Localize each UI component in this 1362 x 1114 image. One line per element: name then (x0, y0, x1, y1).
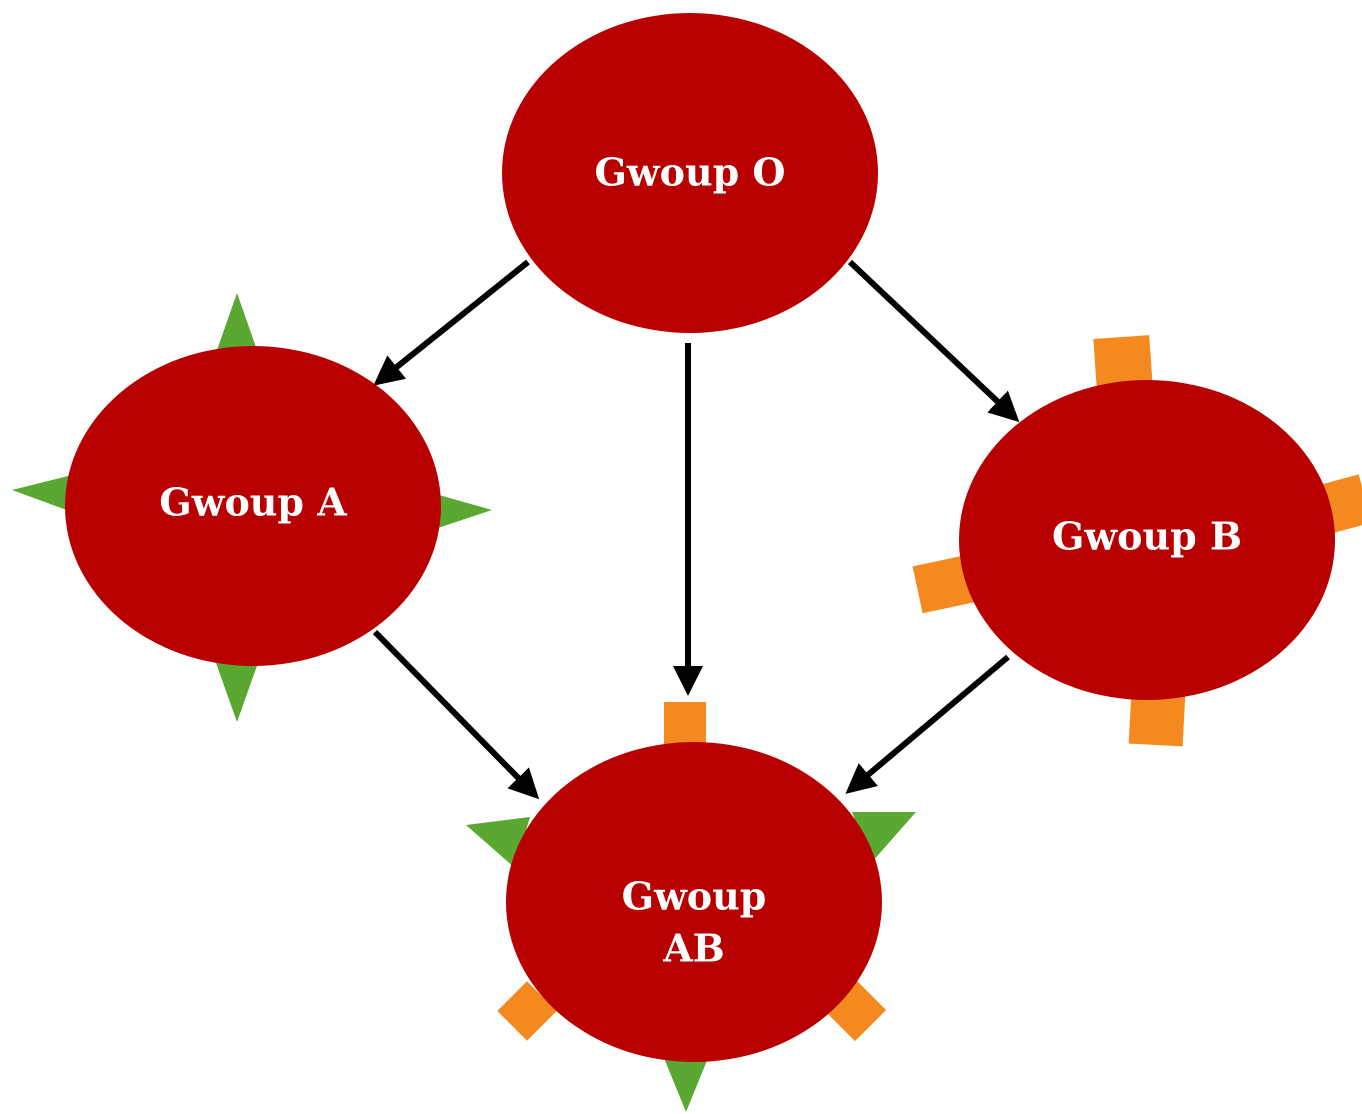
node-group-b-label: Gwoup B (1052, 514, 1242, 559)
group-b-antigens (912, 335, 1362, 747)
edge-o-to-a (373, 259, 530, 386)
edges (372, 259, 1020, 800)
node-group-b-circle (959, 380, 1335, 700)
antigen-a-marker (217, 293, 257, 350)
edge-o-to-b (847, 259, 1020, 423)
antigen-a-marker (466, 817, 530, 868)
node-group-o-circle (502, 13, 878, 333)
node-group-b: Gwoup B (959, 380, 1335, 700)
antigen-a-marker (432, 493, 492, 530)
node-group-ab-label-line2: AB (662, 926, 725, 971)
antigen-b-marker (1128, 691, 1186, 747)
group-a-antigens (12, 293, 492, 722)
group-ab-antigens (466, 702, 916, 1112)
antigen-a-marker (216, 663, 258, 722)
node-group-a-circle (65, 346, 441, 666)
edge-b-to-ab (845, 654, 1010, 794)
antigen-a-marker (12, 475, 72, 512)
node-group-ab-label-line1: Gwoup (622, 874, 767, 919)
node-group-o-label: Gwoup O (594, 150, 785, 195)
node-group-o: Gwoup O (502, 13, 878, 333)
antigen-b-marker (497, 981, 557, 1041)
node-group-a: Gwoup A (65, 346, 441, 666)
node-group-ab-circle (506, 742, 882, 1062)
node-group-ab: Gwoup AB (506, 742, 882, 1062)
antigen-b-marker (912, 554, 978, 614)
antigen-b-marker (664, 702, 706, 747)
antigen-a-marker (664, 1058, 708, 1112)
antigen-b-marker (1093, 335, 1153, 389)
node-group-a-label: Gwoup A (159, 480, 347, 525)
edge-a-to-ab (372, 629, 540, 800)
